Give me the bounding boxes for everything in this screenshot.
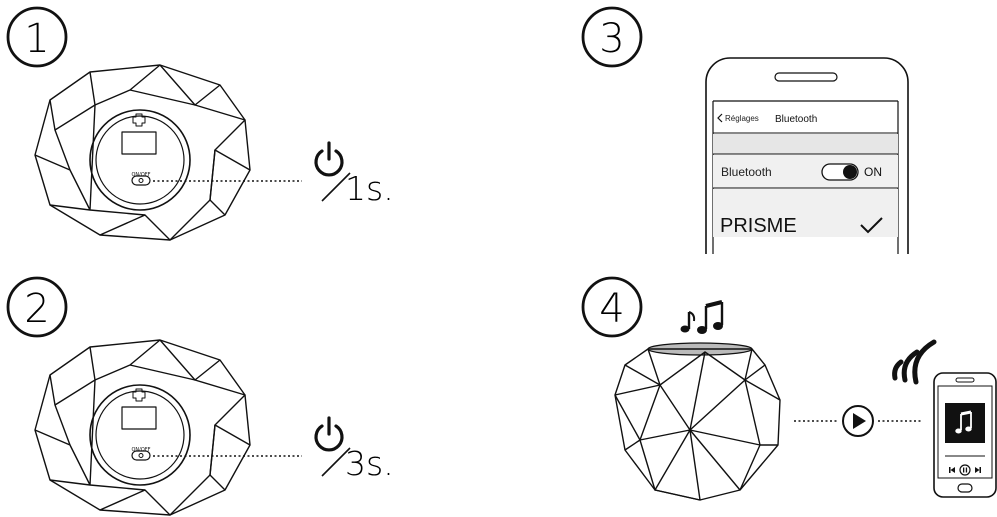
device-name: PRISME xyxy=(720,215,797,237)
speaker-top-view-1 xyxy=(34,64,251,241)
playback-controls xyxy=(949,464,981,476)
speaker-side-view xyxy=(614,342,781,501)
step-4-number: 4 xyxy=(599,286,624,332)
slash-divider-2 xyxy=(321,447,351,477)
music-note-icon xyxy=(955,410,972,434)
album-art xyxy=(945,403,985,443)
power-icon xyxy=(314,141,344,177)
bluetooth-toggle[interactable] xyxy=(821,163,859,181)
play-icon[interactable] xyxy=(842,405,874,437)
on-off-button-label-1: ON/OFF xyxy=(131,172,150,178)
step-2-number: 2 xyxy=(24,286,49,332)
phone-speaker-slot xyxy=(774,72,838,82)
step-1-number-badge: 1 xyxy=(6,6,68,68)
home-button[interactable] xyxy=(957,483,973,493)
music-notes-icon xyxy=(680,300,724,334)
phone-music-player xyxy=(933,372,997,498)
settings-title: Bluetooth xyxy=(775,114,817,125)
back-chevron-icon[interactable] xyxy=(717,113,723,123)
step-2: 2 ON/OFF 3s. xyxy=(6,276,394,516)
step-4-number-badge: 4 xyxy=(581,276,643,338)
hold-duration-1: 1s. xyxy=(345,169,394,208)
on-off-button-label-2: ON/OFF xyxy=(131,447,150,453)
step-3-number-badge: 3 xyxy=(581,6,643,68)
toggle-state-label: ON xyxy=(864,165,882,179)
bluetooth-label: Bluetooth xyxy=(721,165,772,179)
wireless-icon xyxy=(892,339,937,385)
step-3-number: 3 xyxy=(599,16,624,62)
step-2-number-badge: 2 xyxy=(6,276,68,338)
bluetooth-row xyxy=(713,155,898,188)
back-button[interactable]: Réglages xyxy=(725,114,759,123)
step-1-number: 1 xyxy=(24,16,49,62)
slash-divider-1 xyxy=(321,172,351,202)
step-4: 4 xyxy=(581,276,997,501)
hold-duration-2: 3s. xyxy=(345,444,394,483)
speaker-top-view-2 xyxy=(34,339,251,516)
power-icon xyxy=(314,416,344,452)
section-spacer xyxy=(713,134,898,154)
device-row-prisme[interactable] xyxy=(713,189,898,237)
checkmark-icon xyxy=(860,217,883,234)
pause-icon[interactable] xyxy=(959,464,971,476)
previous-icon[interactable] xyxy=(949,467,955,473)
step-1: 1 ON/OFF 1s. xyxy=(6,6,394,241)
step-3: 3 Réglages Bluetooth Bluetooth O xyxy=(581,6,909,254)
next-icon[interactable] xyxy=(975,467,981,473)
phone-settings-screen: Réglages Bluetooth Bluetooth ON PRISME xyxy=(705,57,909,254)
